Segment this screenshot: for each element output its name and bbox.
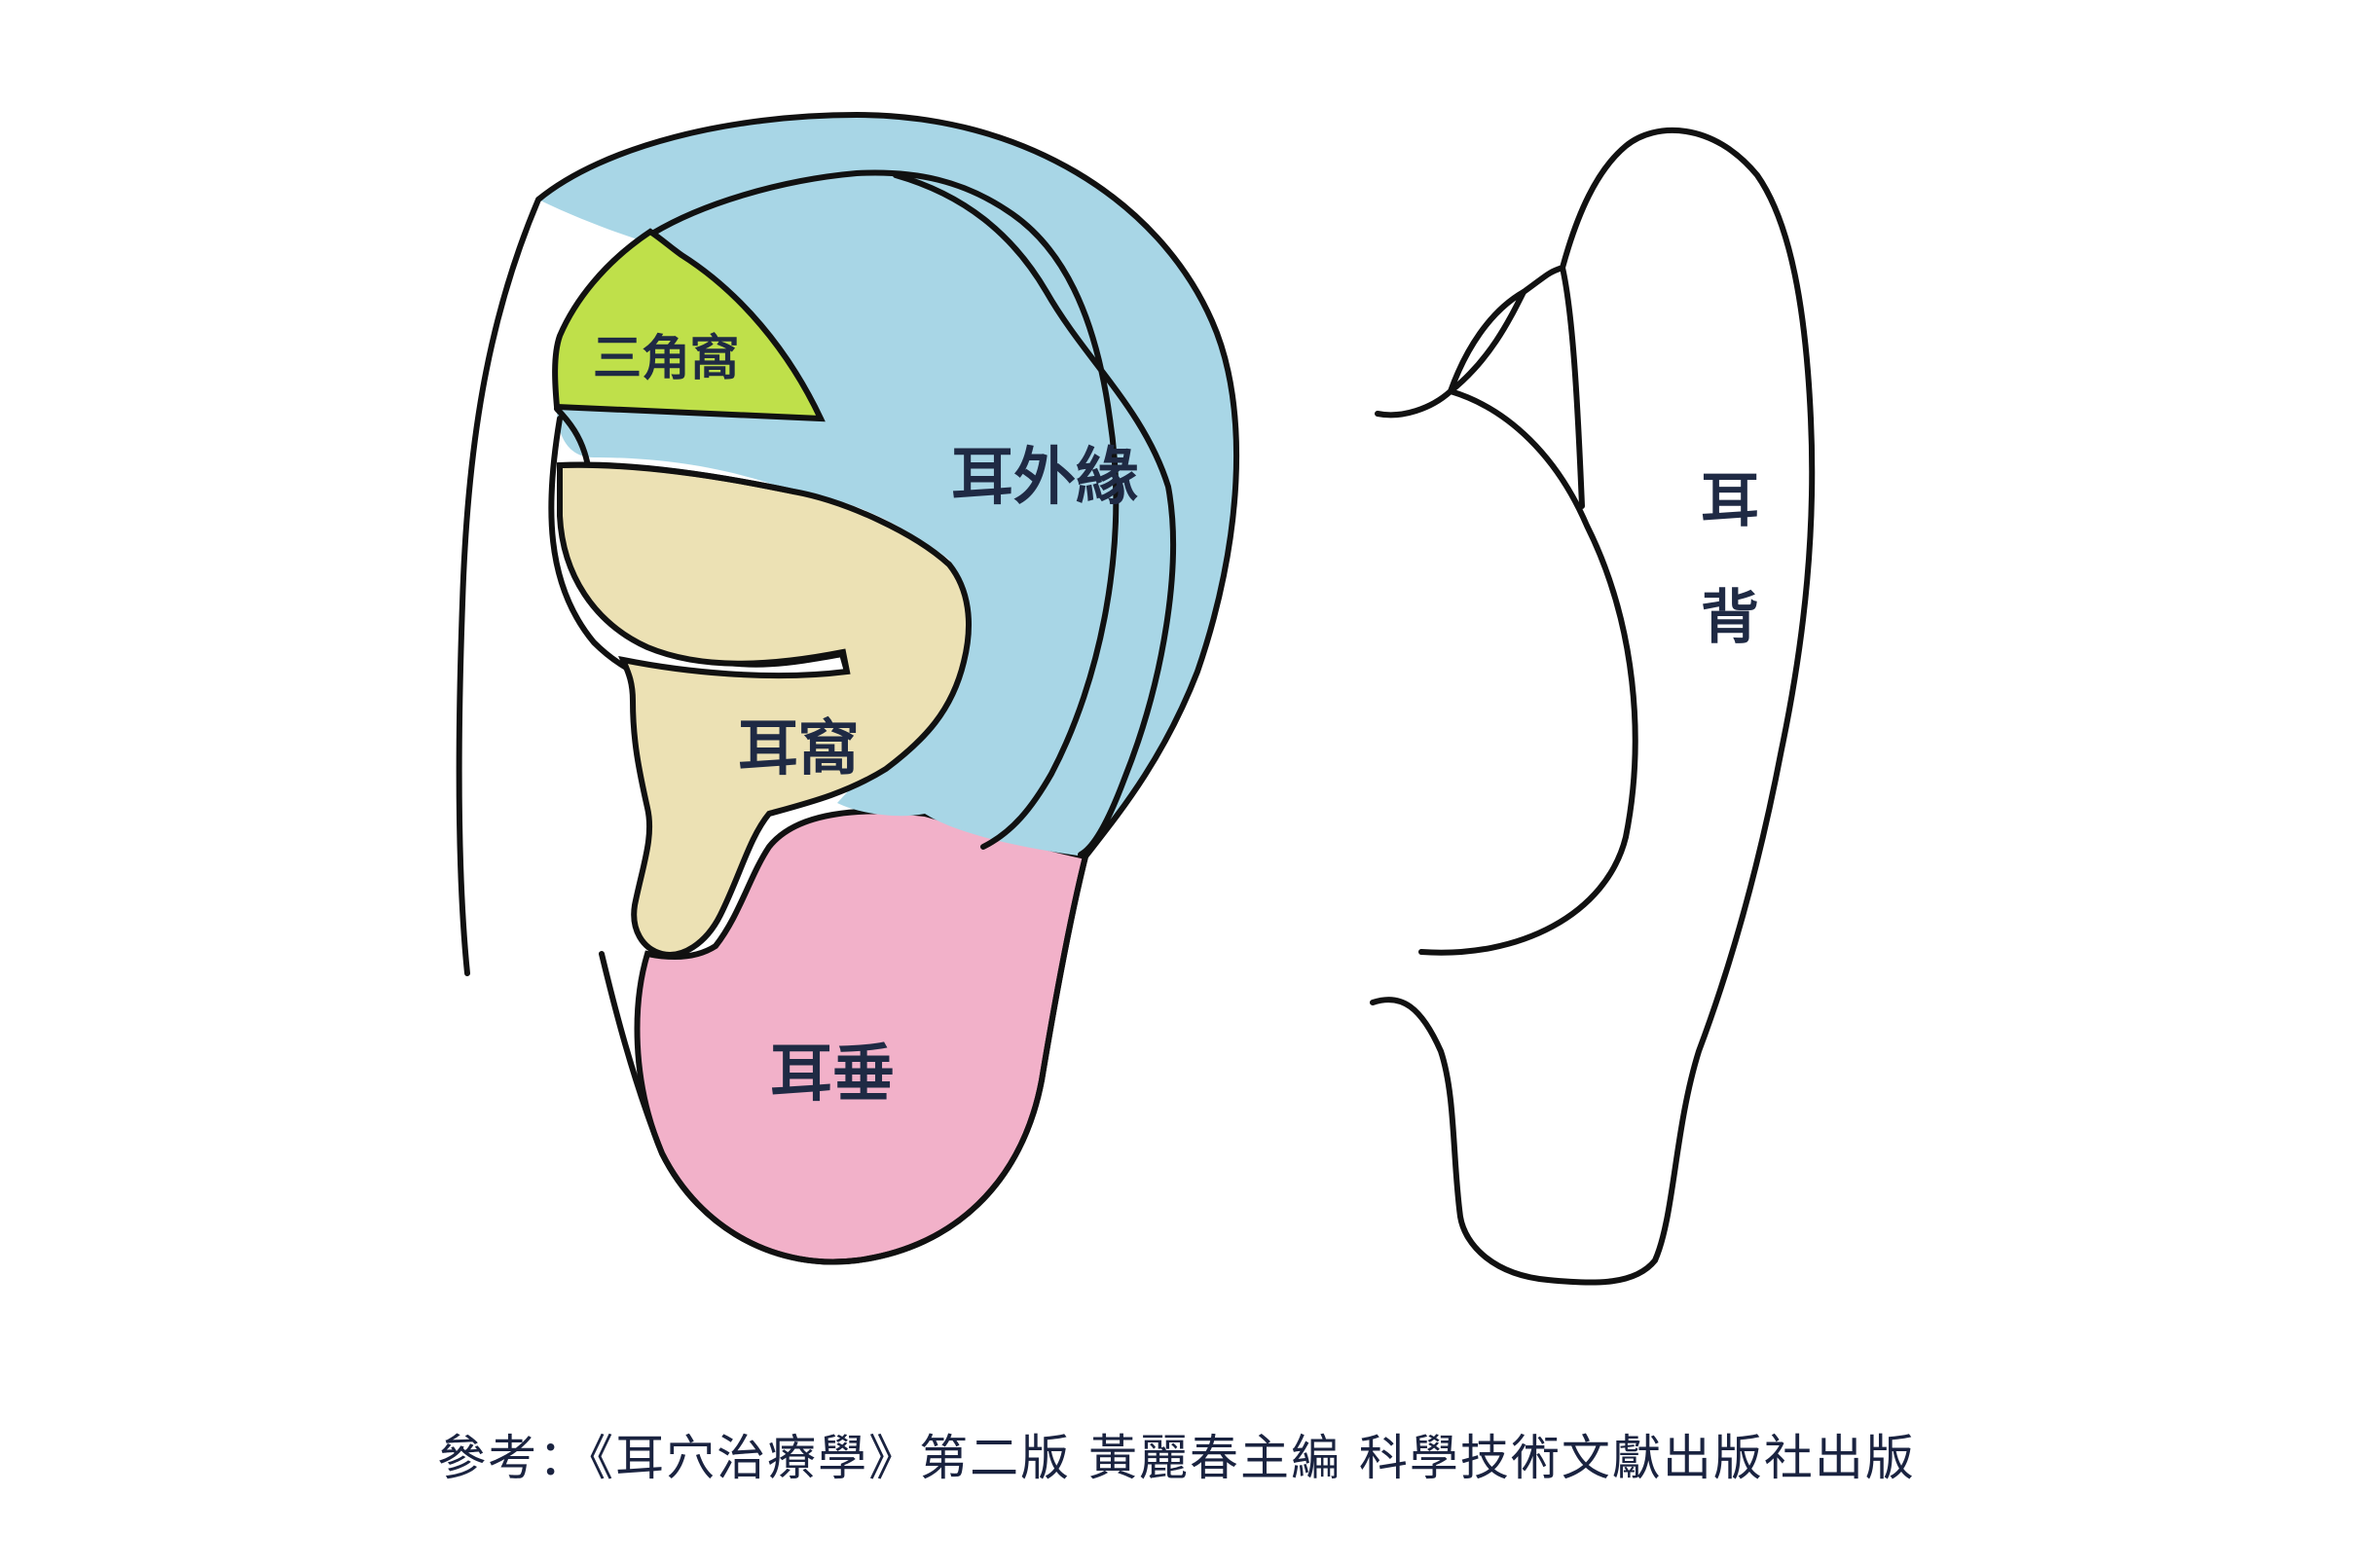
triangular-fossa-region bbox=[552, 228, 826, 422]
back-inner-line-1 bbox=[1418, 388, 1638, 956]
earlobe-label: 耳垂 bbox=[770, 1039, 895, 1111]
ear-back-view: 耳 背 bbox=[1370, 127, 1816, 1286]
back-label-line1: 耳 bbox=[1701, 467, 1759, 535]
back-inner-line-3 bbox=[1448, 289, 1526, 394]
ear-front-view: 耳外緣 三角窩 耳窩 耳垂 bbox=[456, 112, 1239, 1265]
back-inner-line-2 bbox=[1560, 265, 1585, 509]
concha-inner-edge bbox=[557, 461, 796, 494]
concha-label: 耳窩 bbox=[738, 712, 859, 784]
helix-crus-line-2 bbox=[893, 172, 1176, 857]
triangular-fossa-label: 三角窩 bbox=[593, 330, 739, 386]
back-outline bbox=[1370, 127, 1816, 1286]
concha-region bbox=[557, 461, 972, 958]
helix-crus-line-1 bbox=[649, 169, 1120, 850]
reference-caption: 參考：《耳穴治療學》第二版 黃麗春主編 科學技術文獻出版社出版 bbox=[437, 1430, 1916, 1486]
back-label-line2: 背 bbox=[1701, 584, 1759, 652]
helix-outline bbox=[456, 112, 1239, 1265]
helix-label: 耳外緣 bbox=[951, 442, 1138, 514]
